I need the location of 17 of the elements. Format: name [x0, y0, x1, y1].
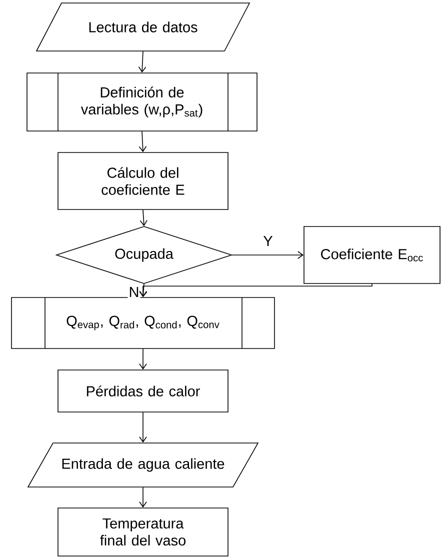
arrow — [140, 210, 148, 226]
process-box: Temperatura final del vaso — [58, 508, 228, 556]
arrow — [140, 284, 148, 298]
arrow — [139, 487, 147, 508]
edge-label: N — [128, 286, 140, 298]
subprocess-box: Definición de variables (w,ρ,P$_{sat}$) — [26, 72, 258, 132]
edge-label: Y — [262, 235, 274, 247]
arrow — [138, 51, 146, 73]
process-box: Coeficiente E$_{occ}$ — [304, 226, 440, 284]
arrow — [139, 412, 147, 443]
arrow — [139, 348, 147, 370]
arrow — [138, 131, 147, 152]
arrow — [232, 251, 304, 259]
process-box: Pérdidas de calor — [58, 370, 228, 412]
subprocess-box: Q$_{evap}$, Q$_{rad}$, Q$_{cond}$, Q$_{conv}$ — [11, 297, 275, 349]
arrow — [139, 284, 372, 298]
process-box: Cálculo del coeficiente E — [58, 152, 228, 210]
